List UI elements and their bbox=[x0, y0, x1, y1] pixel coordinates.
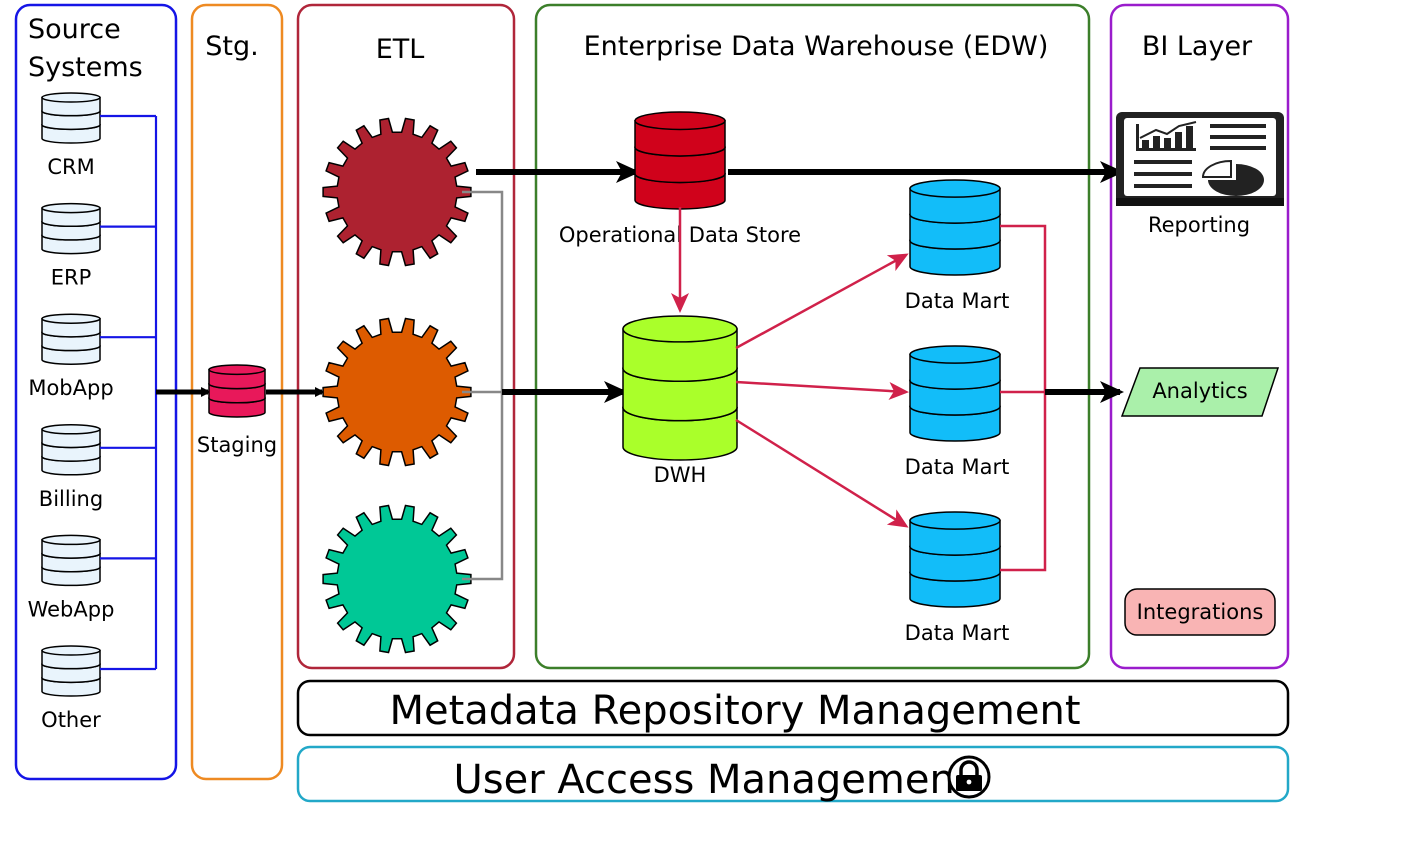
access-bar bbox=[296, 745, 1290, 803]
source-label: WebApp bbox=[28, 597, 115, 621]
staging-cylinder bbox=[208, 364, 266, 418]
panel-edw bbox=[534, 3, 1091, 670]
dashboard-icon bbox=[1116, 112, 1284, 206]
staging-label: Staging bbox=[197, 433, 277, 457]
source-label: CRM bbox=[47, 155, 94, 179]
data-mart-label: Data Mart bbox=[905, 455, 1010, 479]
data-mart-label: Data Mart bbox=[905, 621, 1010, 645]
etl-gears-group bbox=[322, 117, 472, 654]
panel-etl-title: ETL bbox=[376, 34, 425, 65]
data-mart-database-icon bbox=[909, 511, 1001, 608]
source-label: Billing bbox=[39, 487, 103, 511]
metadata-label: Metadata Repository Management bbox=[389, 688, 1080, 734]
ods-cylinder bbox=[634, 111, 726, 210]
data-mart-database-icon bbox=[909, 345, 1001, 442]
arrow-dwh-to-mart-2 bbox=[735, 380, 909, 400]
gear-icon bbox=[322, 117, 472, 267]
source-link-lines bbox=[100, 114, 158, 671]
access-label: User Access Management bbox=[453, 757, 970, 803]
reporting-label: Reporting bbox=[1148, 213, 1250, 237]
source-database-icon bbox=[41, 313, 101, 365]
panel-staging-title: Stg. bbox=[205, 31, 258, 62]
panel-bi-title: BI Layer bbox=[1142, 31, 1253, 62]
source-label: Other bbox=[41, 708, 101, 732]
source-database-icon bbox=[41, 534, 101, 587]
dwh-label: DWH bbox=[654, 463, 707, 487]
arrow-dwh-to-mart-3 bbox=[735, 418, 909, 528]
source-label: ERP bbox=[51, 266, 92, 290]
panel-source-title-1: Source bbox=[28, 14, 121, 45]
lock-icon bbox=[947, 755, 991, 799]
source-database-icon bbox=[41, 424, 101, 476]
staging-database-icon bbox=[208, 364, 266, 418]
source-database-icon bbox=[41, 645, 101, 697]
source-database-icon bbox=[41, 202, 101, 255]
ods-database-icon bbox=[634, 111, 726, 210]
integrations-label: Integrations bbox=[1137, 600, 1264, 624]
panel-bi-layer bbox=[1109, 3, 1290, 670]
gear-icon bbox=[322, 504, 472, 654]
panel-etl bbox=[296, 3, 516, 670]
dwh-database-icon bbox=[622, 315, 738, 461]
panel-edw-title: Enterprise Data Warehouse (EDW) bbox=[584, 31, 1049, 62]
etl-merge-line bbox=[462, 190, 504, 581]
analytics-box bbox=[1120, 367, 1280, 417]
marts-merge-line bbox=[1000, 224, 1047, 572]
arrow-dwh-to-mart-1 bbox=[735, 253, 909, 350]
source-database-icon bbox=[41, 92, 101, 144]
integrations-box bbox=[1124, 588, 1276, 636]
gear-icon bbox=[322, 317, 472, 467]
metadata-bar bbox=[296, 679, 1290, 737]
data-mart-database-icon bbox=[909, 179, 1001, 276]
dwh-cylinder bbox=[622, 315, 738, 461]
data-mart-label: Data Mart bbox=[905, 289, 1010, 313]
panel-source-title-2: Systems bbox=[28, 52, 143, 83]
source-label: MobApp bbox=[28, 376, 113, 400]
analytics-label: Analytics bbox=[1152, 379, 1247, 403]
